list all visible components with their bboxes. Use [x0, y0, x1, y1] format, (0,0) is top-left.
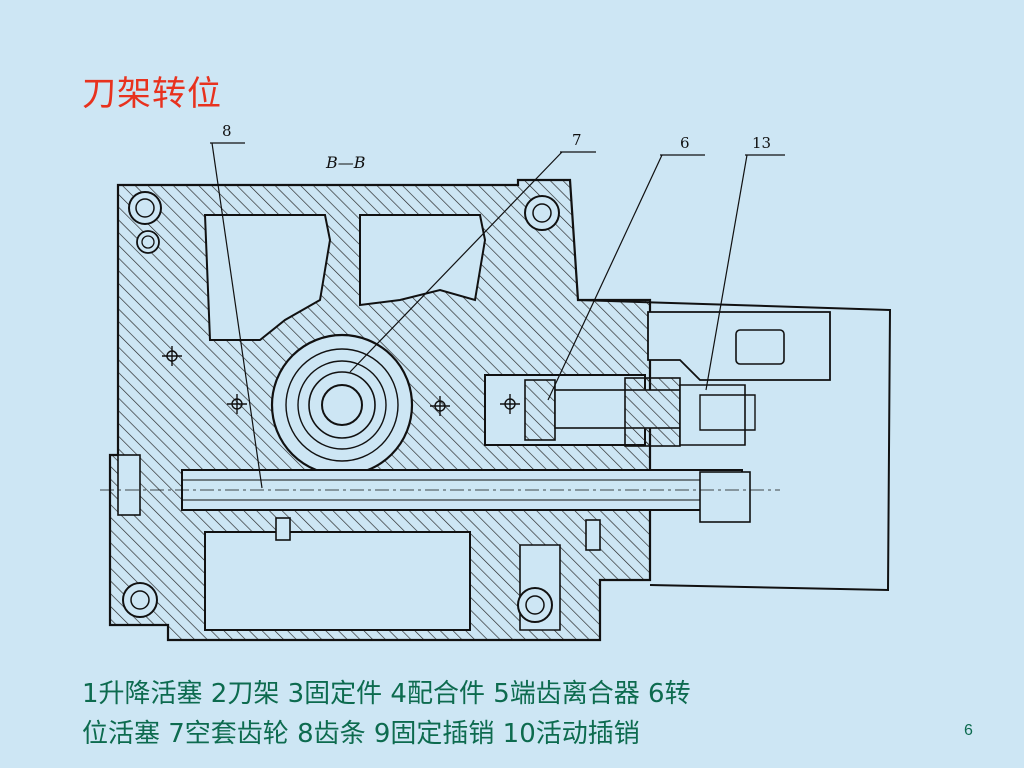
bolt-top-left [128, 191, 162, 254]
caption-line-1: 1升降活塞 2刀架 3固定件 4配合件 5端齿离合器 6转 [82, 679, 691, 709]
bolt-bottom-right [517, 587, 553, 623]
slide-title: 刀架转位 [82, 74, 222, 114]
caption-line-2: 位活塞 7空套齿轮 8齿条 9固定插销 10活动插销 [82, 719, 640, 749]
center-marks [162, 346, 520, 416]
rack-shaft [100, 454, 780, 523]
rotary-piston [484, 374, 756, 447]
locating-pins [275, 517, 601, 551]
caption: 1升降活塞 2刀架 3固定件 4配合件 5端齿离合器 6转 位活塞 7空套齿轮 … [82, 674, 902, 754]
page-number: 6 [964, 722, 973, 739]
right-cover [577, 299, 892, 592]
callout-6: 6 [680, 134, 690, 152]
callout-8: 8 [222, 122, 232, 140]
idle-gear [270, 333, 414, 477]
bolt-top-right [524, 195, 560, 231]
callout-13: 13 [752, 134, 771, 152]
section-label: B—B [325, 153, 366, 172]
leader-lines [210, 142, 785, 489]
bolt-bottom-left [122, 582, 158, 618]
callout-7: 7 [572, 131, 582, 149]
